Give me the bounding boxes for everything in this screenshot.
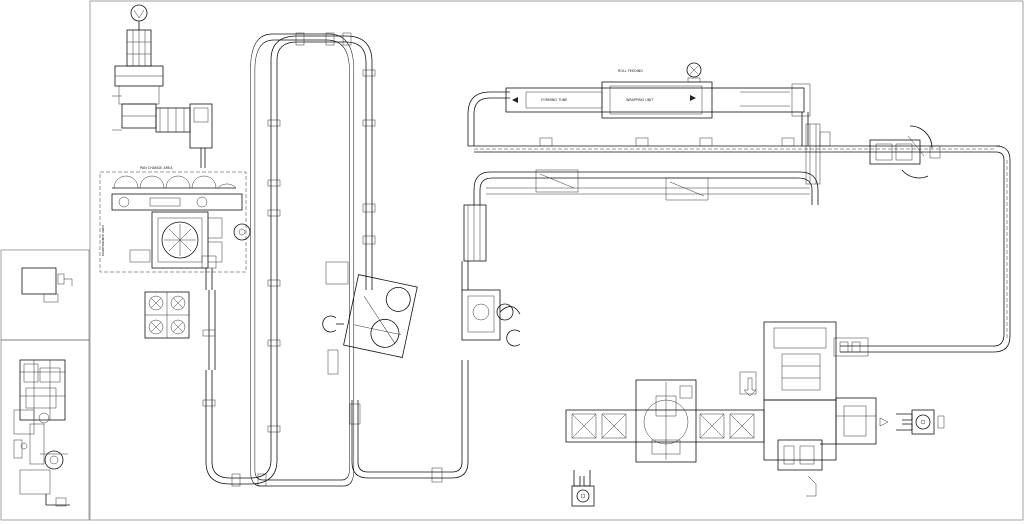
flow-arrows [512,95,757,397]
inset-small-unit [21,267,73,303]
label-pan-change-area: PAN CHANGE AREA [140,166,173,170]
rotary-station [322,250,418,375]
middle-station [461,204,521,347]
label-forming-tube: FORMING TUBE [541,98,567,102]
palletizer-station [565,379,765,463]
label-maintenance-area: MAINTENANCE AREA [101,224,105,256]
right-feeder [869,125,941,179]
gripper-bottom [571,470,595,507]
wrapping-line: FORMING TUBE WRAPPING UNIT ROLL FEEDING [467,62,1000,185]
upper-conveyors [473,169,819,205]
lower-loop-transfer [349,360,469,483]
pan-change-area: PAN CHANGE AREA MAINTENANCE AREA [99,166,251,290]
fan-units [144,291,190,339]
gripper-right [879,409,945,435]
label-roll-feeding: ROLL FEEDING [618,69,643,73]
loop-left-run [205,35,373,485]
loop-clips [202,32,376,487]
label-wrapping-unit: WRAPPING UNIT [626,98,654,102]
right-return-loop [833,145,1011,357]
packing-cell [739,321,877,497]
pan-feeder-structure [112,4,213,168]
oval-conveyor-loop [250,33,355,487]
inset-machine-detail [13,359,70,507]
